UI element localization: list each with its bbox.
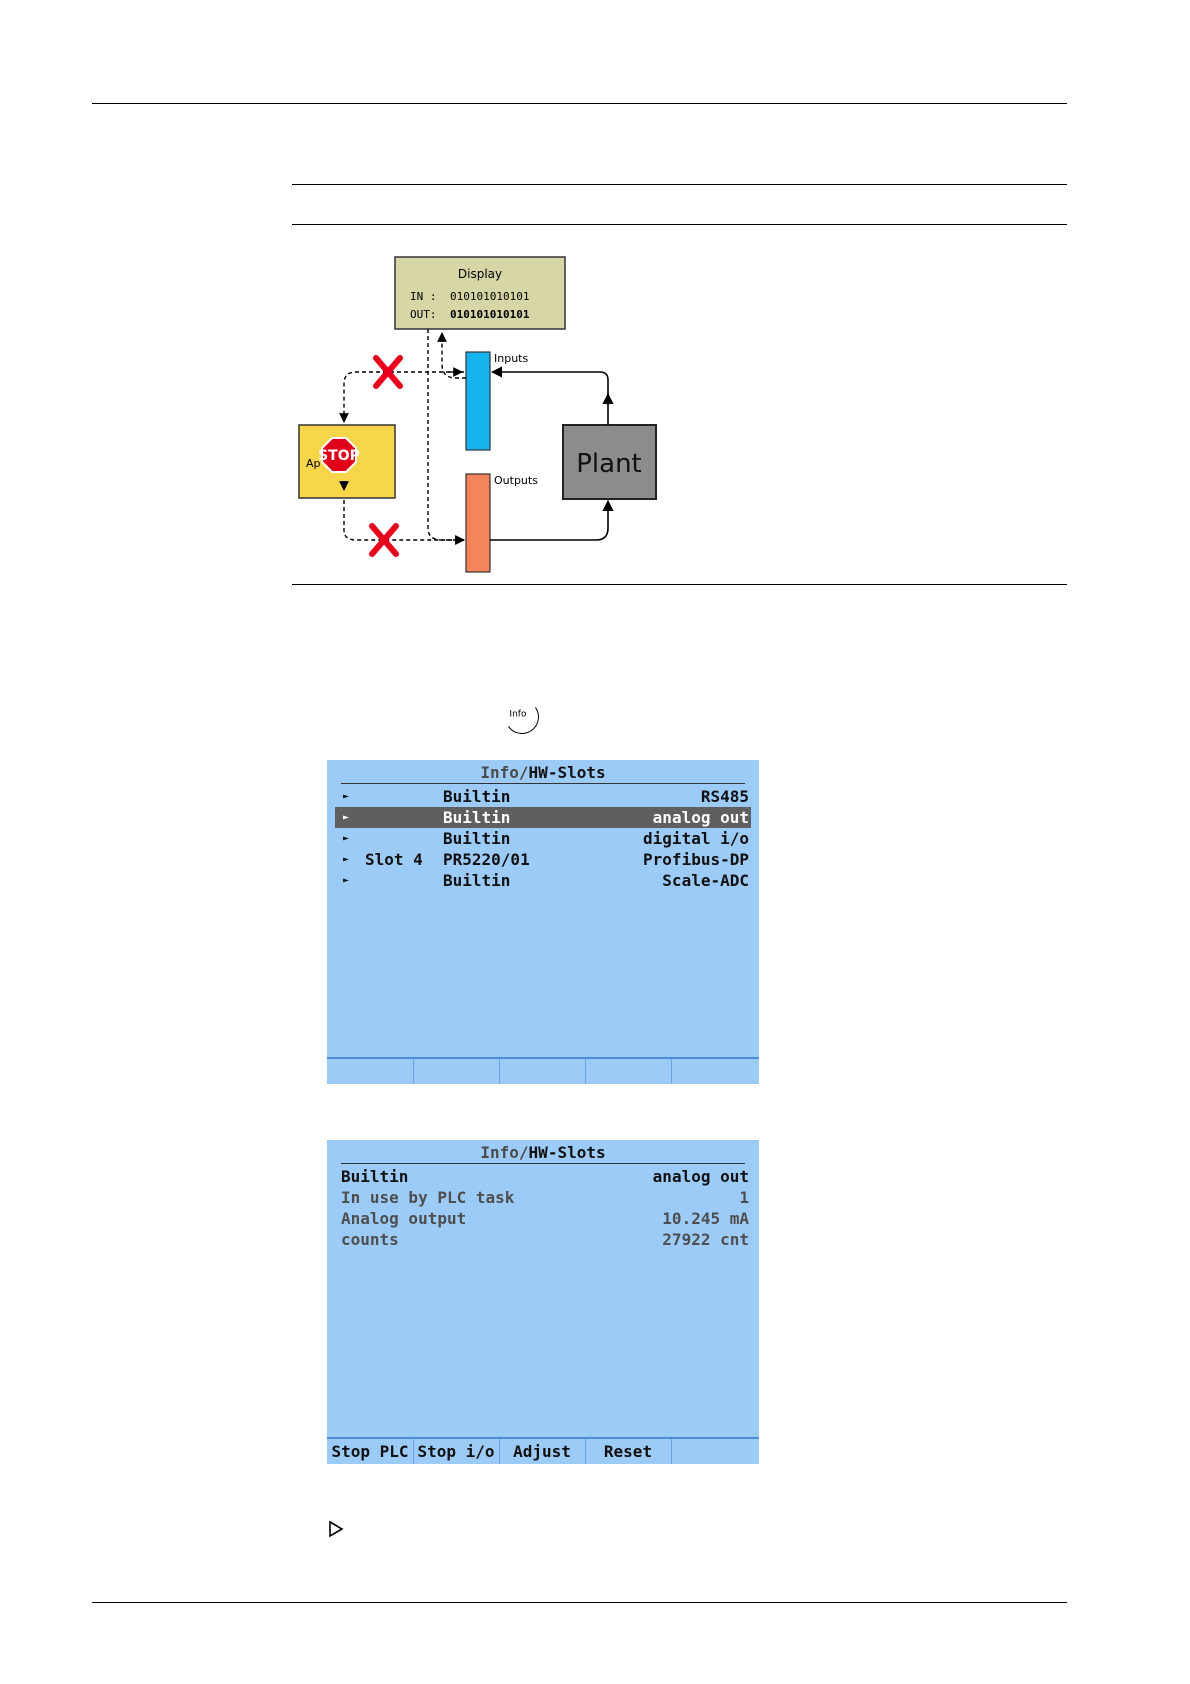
detail-label: In use by PLC task: [341, 1188, 515, 1207]
slot-row[interactable]: ► Builtin RS485: [335, 786, 751, 807]
detail-row: counts 27922 cnt: [335, 1229, 751, 1250]
display-box: [394, 256, 566, 330]
stop-sign-label: STOP: [318, 448, 360, 464]
row-arrow-icon: ►: [343, 833, 350, 844]
reset-softkey[interactable]: Reset: [585, 1439, 672, 1464]
table-bottom-rule: [292, 584, 1067, 585]
module-name: Builtin: [443, 829, 511, 848]
detail-value: 10.245 mA: [662, 1209, 749, 1228]
screen-title-main: HW-Slots: [528, 763, 606, 782]
display-in-label: IN :: [410, 290, 437, 303]
module-name: PR5220/01: [443, 850, 530, 869]
blocked-input-cross-icon: [373, 355, 403, 389]
softkey-1[interactable]: [327, 1059, 414, 1084]
stop-plc-softkey[interactable]: Stop PLC: [327, 1439, 414, 1464]
info-key-label: Info: [509, 709, 527, 720]
outputs-bar: [465, 473, 491, 573]
table-top-rule: [292, 184, 1067, 185]
hw-slot-detail-screen: Info/HW-Slots Builtin analog out In use …: [327, 1140, 759, 1464]
app-to-outputs-arrow: [343, 500, 465, 545]
screen-title: Info/HW-Slots: [341, 763, 745, 784]
slot-row[interactable]: ► Builtin digital i/o: [335, 828, 751, 849]
display-in-value: 010101010101: [450, 290, 529, 303]
slot-row-selected[interactable]: ► Builtin analog out: [335, 807, 751, 828]
footer-rule: [92, 1602, 1067, 1603]
softkey-4[interactable]: [585, 1059, 672, 1084]
module-name: Builtin: [443, 871, 511, 890]
detail-row: In use by PLC task 1: [335, 1187, 751, 1208]
softkey-2[interactable]: [413, 1059, 500, 1084]
softkey-bar: Stop PLC Stop i/o Adjust Reset: [327, 1437, 759, 1464]
module-name: Builtin: [443, 787, 511, 806]
detail-label: Builtin: [341, 1167, 409, 1186]
plant-to-inputs-arrow: [490, 366, 609, 425]
display-title: Display: [458, 267, 502, 281]
inputs-bar: [465, 351, 491, 451]
row-arrow-icon: ►: [343, 812, 350, 823]
plant-box: [562, 424, 657, 500]
slot-row[interactable]: ► Slot 4 PR5220/01 Profibus-DP: [335, 849, 751, 870]
inputs-to-app-arrow: [339, 371, 464, 423]
softkey-5[interactable]: [671, 1439, 759, 1464]
detail-label: counts: [341, 1230, 399, 1249]
row-arrow-icon: ►: [343, 854, 350, 865]
stop-sign-icon: [321, 437, 357, 473]
blocked-output-cross-icon: [369, 523, 399, 557]
detail-row: Builtin analog out: [335, 1166, 751, 1187]
plc-stop-diagram: Display IN : 010101010101 OUT: 010101010…: [298, 256, 657, 573]
hw-slots-list-screen: Info/HW-Slots ► Builtin RS485 ► Builtin …: [327, 760, 759, 1084]
module-type: digital i/o: [643, 829, 749, 848]
application-label: Ap: [306, 457, 321, 470]
module-name: Builtin: [443, 808, 511, 827]
outputs-label: Outputs: [494, 474, 538, 487]
module-type: analog out: [652, 808, 749, 827]
header-rule: [92, 103, 1067, 104]
inputs-to-display-arrow: [437, 332, 466, 379]
softkey-5[interactable]: [671, 1059, 759, 1084]
display-out-value: 010101010101: [450, 308, 530, 321]
detail-label: Analog output: [341, 1209, 467, 1228]
module-type: RS485: [700, 787, 749, 806]
screen-title-prefix: Info/: [480, 763, 529, 782]
table-header-rule: [292, 224, 1067, 225]
outputs-to-plant-arrow: [490, 499, 614, 541]
stop-io-softkey[interactable]: Stop i/o: [413, 1439, 500, 1464]
info-key-icon: Info: [502, 697, 542, 737]
screen-title: Info/HW-Slots: [341, 1143, 745, 1164]
plant-label: Plant: [576, 449, 642, 479]
display-to-outputs-arrow: [427, 329, 465, 545]
row-arrow-icon: ►: [343, 791, 350, 802]
screen-title-main: HW-Slots: [528, 1143, 606, 1162]
detail-value: analog out: [652, 1167, 749, 1186]
result-triangle-icon: [329, 1520, 344, 1538]
slot-label: Slot 4: [365, 850, 423, 869]
detail-value: 1: [739, 1188, 749, 1207]
softkey-bar: [327, 1057, 759, 1084]
row-arrow-icon: ►: [343, 875, 350, 886]
module-type: Profibus-DP: [643, 850, 749, 869]
detail-row: Analog output 10.245 mA: [335, 1208, 751, 1229]
softkey-3[interactable]: [499, 1059, 586, 1084]
detail-value: 27922 cnt: [662, 1230, 749, 1249]
screen-title-prefix: Info/: [480, 1143, 529, 1162]
slot-row[interactable]: ► Builtin Scale-ADC: [335, 870, 751, 891]
inputs-label: Inputs: [494, 352, 528, 365]
display-out-label: OUT:: [410, 308, 437, 321]
adjust-softkey[interactable]: Adjust: [499, 1439, 586, 1464]
module-type: Scale-ADC: [662, 871, 749, 890]
